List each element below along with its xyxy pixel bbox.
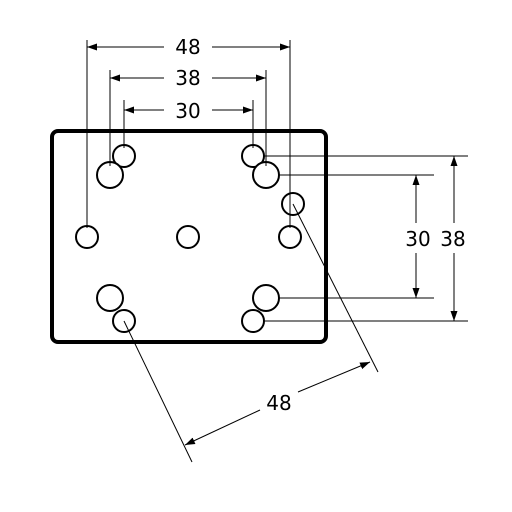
right-dimension-30: 30 <box>405 175 431 298</box>
hole-38-bottom-right <box>252 284 280 312</box>
hole-30-bottom-right <box>241 309 265 333</box>
hole-48-right <box>278 225 302 249</box>
right-dimension-38: 38 <box>440 156 466 321</box>
dim-line-diagonal-left <box>184 409 261 446</box>
hole-center <box>176 225 200 249</box>
dim-label-top-30: 30 <box>175 99 200 123</box>
ext-line-diagonal-left <box>123 320 193 463</box>
dim-label-top-38: 38 <box>175 66 200 90</box>
top-extension-lines <box>86 40 291 228</box>
top-dimension-30: 30 <box>124 99 253 123</box>
dim-label-diagonal-48: 48 <box>266 391 291 415</box>
dim-label-right-38: 38 <box>440 227 465 251</box>
dim-label-right-30: 30 <box>405 227 430 251</box>
hole-48-left <box>75 225 99 249</box>
ext-line-diagonal-right <box>292 203 379 373</box>
dim-line-diagonal-right <box>297 361 371 393</box>
dim-label-top-48: 48 <box>175 35 200 59</box>
diagonal-dimension-48: 48 <box>123 203 379 463</box>
hole-38-bottom-left <box>96 284 124 312</box>
top-dimension-48: 48 <box>87 35 290 59</box>
top-dimension-38: 38 <box>110 66 266 90</box>
holes <box>75 144 305 333</box>
right-extension-lines <box>264 155 468 322</box>
